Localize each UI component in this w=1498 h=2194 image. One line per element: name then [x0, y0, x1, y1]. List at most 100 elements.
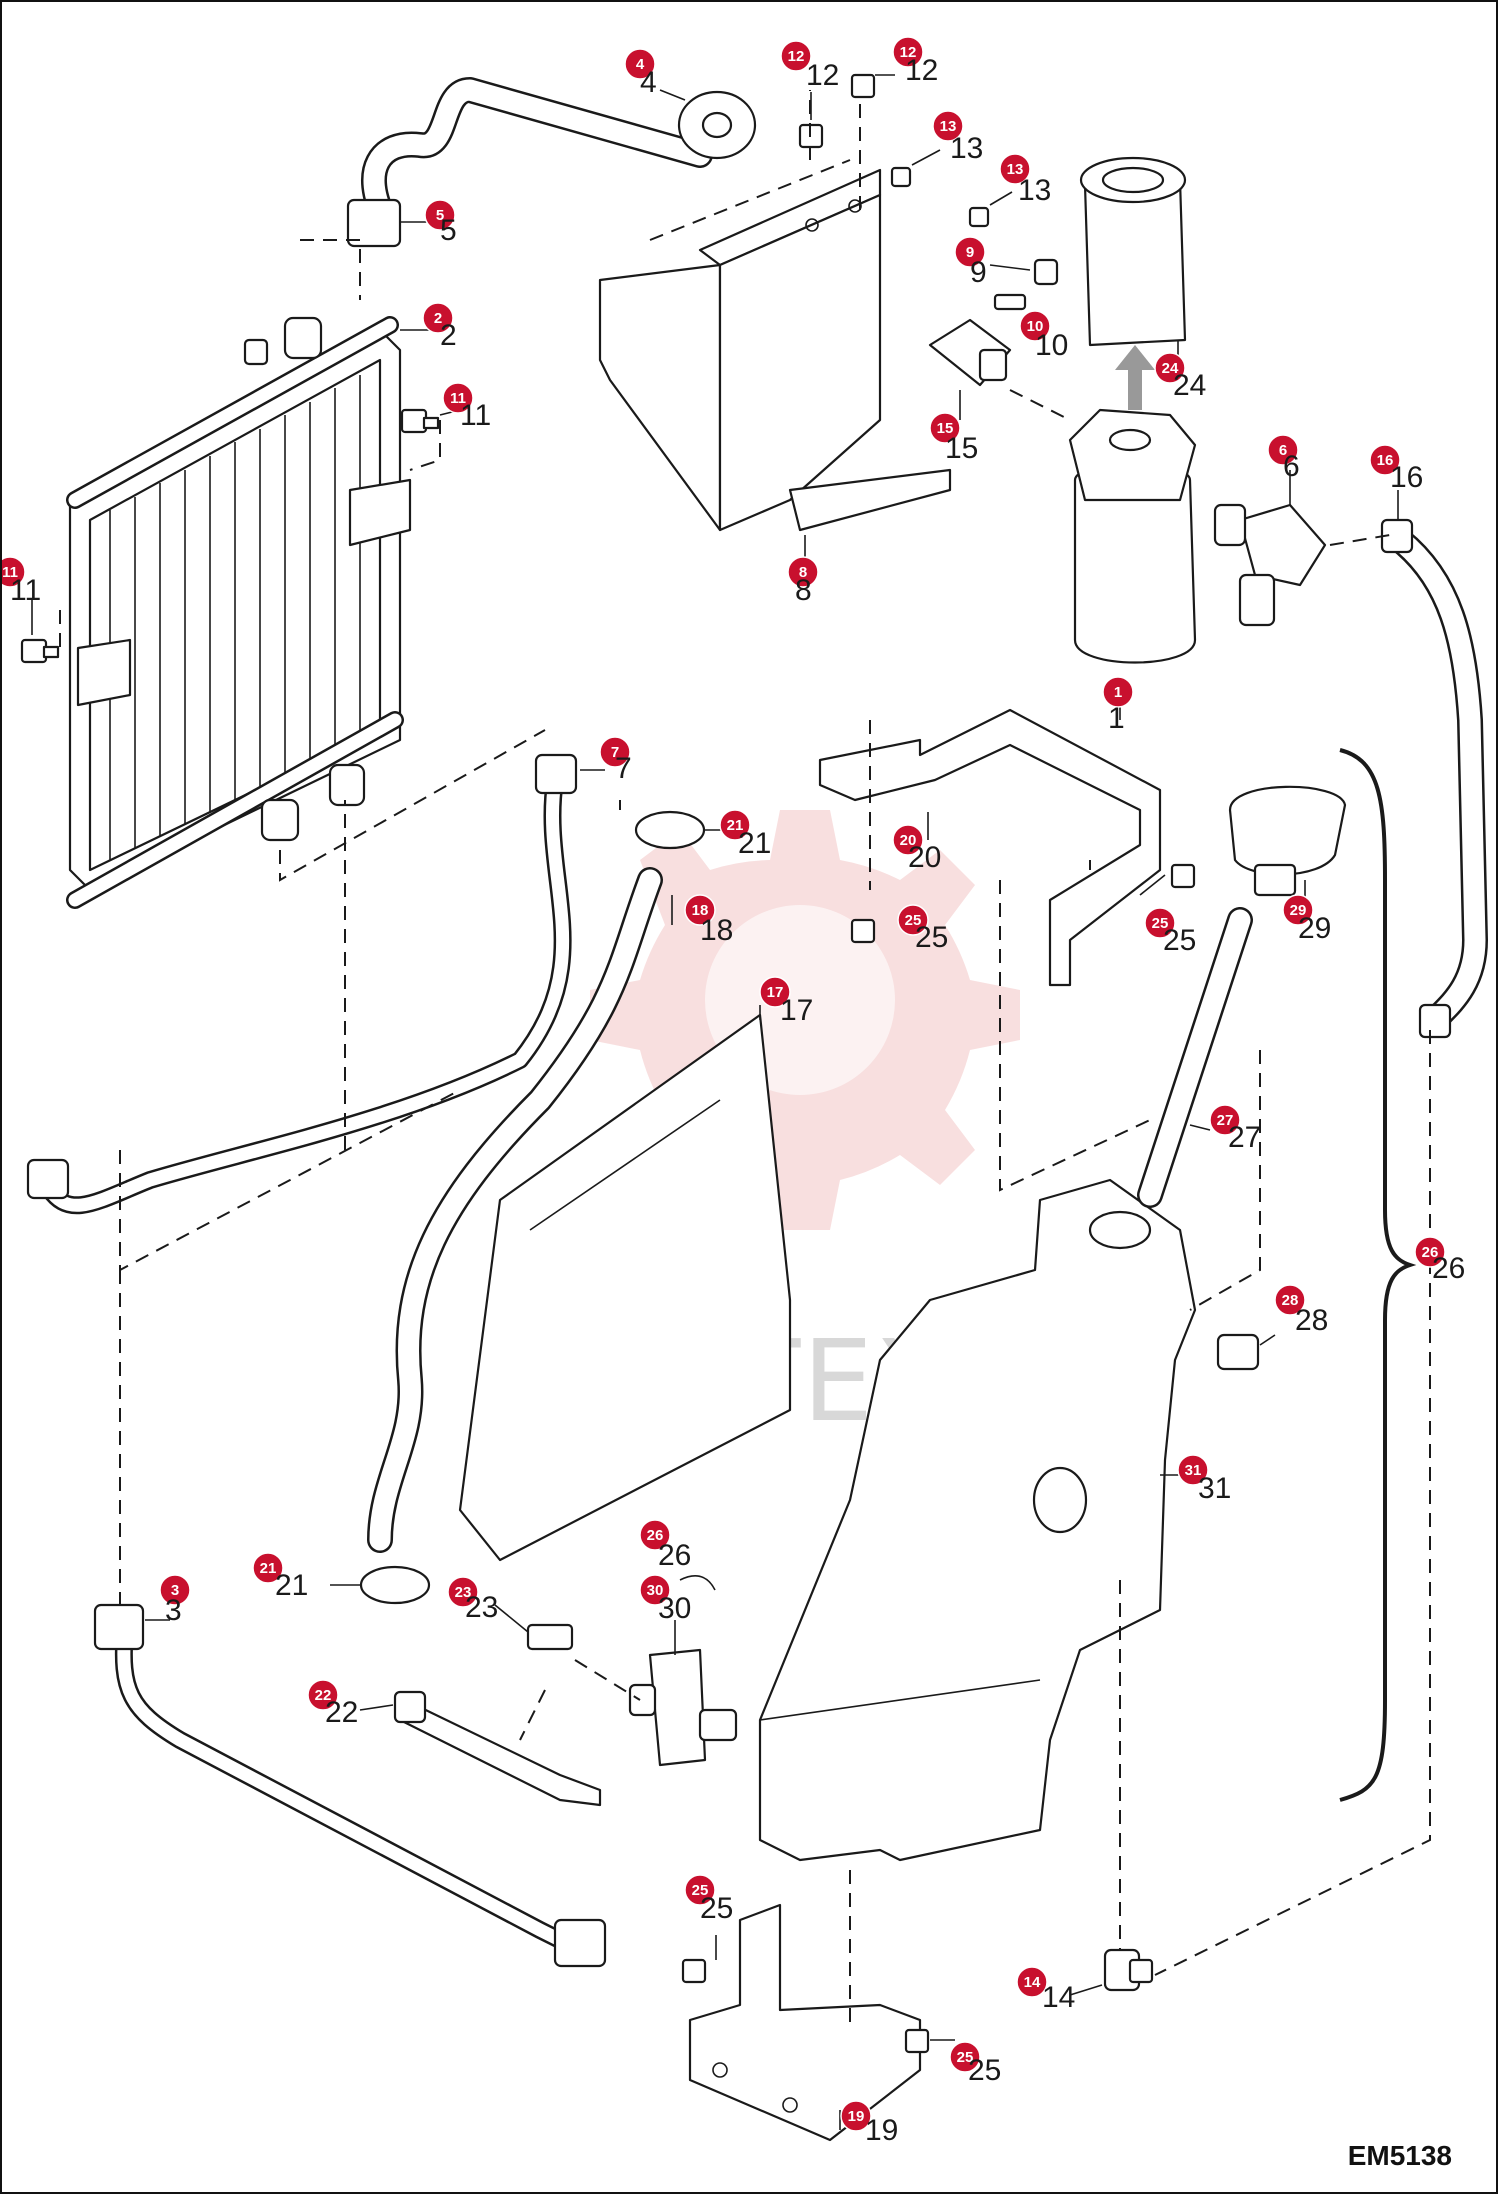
svg-text:21: 21 [727, 817, 744, 834]
svg-text:13: 13 [1018, 174, 1051, 207]
svg-text:4: 4 [636, 56, 645, 73]
svg-text:8: 8 [795, 574, 812, 607]
hose-16 [1380, 518, 1488, 1039]
plug-28 [1216, 1333, 1260, 1371]
reservoir-tank-31 [758, 1178, 1197, 1862]
svg-text:27: 27 [1228, 1121, 1261, 1154]
svg-text:11: 11 [460, 399, 491, 432]
bracket-20 [818, 708, 1162, 987]
filter-assembly-1 [1068, 408, 1197, 664]
bracket-8 [598, 168, 952, 532]
svg-text:25: 25 [1163, 924, 1196, 957]
breather-cap-29 [1228, 785, 1347, 897]
callout-4[interactable]: 44 [624, 48, 686, 101]
callout-7[interactable]: 77 [580, 736, 632, 785]
svg-text:31: 31 [1198, 1472, 1231, 1505]
svg-text:7: 7 [611, 744, 619, 761]
svg-text:16: 16 [1390, 461, 1423, 494]
svg-text:5: 5 [440, 214, 457, 247]
callout-5[interactable]: 55 [400, 199, 457, 247]
svg-text:12: 12 [905, 54, 938, 87]
svg-text:19: 19 [848, 2108, 865, 2125]
callout-9[interactable]: 99 [954, 236, 1031, 289]
svg-text:19: 19 [865, 2114, 898, 2147]
callout-3[interactable]: 33 [145, 1574, 191, 1627]
svg-text:12: 12 [806, 59, 839, 92]
svg-text:31: 31 [1185, 1462, 1202, 1479]
svg-text:6: 6 [1283, 450, 1300, 483]
hose-5 [346, 77, 713, 248]
svg-text:11: 11 [450, 390, 466, 407]
svg-text:28: 28 [1282, 1292, 1299, 1309]
svg-text:20: 20 [900, 832, 917, 849]
svg-text:26: 26 [1422, 1244, 1439, 1261]
svg-text:29: 29 [1298, 912, 1331, 945]
svg-text:9: 9 [970, 256, 987, 289]
clamp-21-top [634, 810, 706, 850]
svg-text:25: 25 [968, 2054, 1001, 2087]
fill-tube-27 [1137, 907, 1253, 1208]
alignment-lines [59, 90, 1431, 2030]
svg-text:9: 9 [966, 244, 974, 261]
svg-text:30: 30 [647, 1582, 664, 1599]
filter-element-24 [1079, 156, 1187, 410]
svg-text:14: 14 [1024, 1974, 1041, 1991]
svg-text:28: 28 [1295, 1304, 1328, 1337]
svg-text:6: 6 [1279, 442, 1287, 459]
svg-text:25: 25 [957, 2049, 974, 2066]
svg-text:13: 13 [940, 118, 957, 135]
svg-text:1: 1 [1114, 684, 1122, 701]
callout-8[interactable]: 88 [787, 535, 819, 607]
svg-text:12: 12 [900, 44, 917, 61]
callout-1[interactable]: 11 [1102, 676, 1134, 735]
svg-text:15: 15 [937, 420, 954, 437]
fitting-9 [1033, 258, 1059, 286]
svg-text:22: 22 [315, 1687, 332, 1704]
svg-text:4: 4 [640, 66, 657, 99]
tee-30 [628, 1648, 738, 1767]
svg-text:22: 22 [325, 1696, 358, 1729]
group-brace-26 [1339, 748, 1417, 1802]
svg-text:11: 11 [2, 564, 18, 581]
svg-text:8: 8 [799, 564, 807, 581]
svg-text:25: 25 [692, 1882, 709, 1899]
callout-2[interactable]: 22 [400, 302, 457, 352]
svg-text:1: 1 [1108, 702, 1125, 735]
callout-6[interactable]: 66 [1267, 434, 1300, 505]
svg-text:2: 2 [434, 310, 442, 327]
svg-text:24: 24 [1162, 360, 1179, 377]
svg-text:18: 18 [692, 902, 709, 919]
